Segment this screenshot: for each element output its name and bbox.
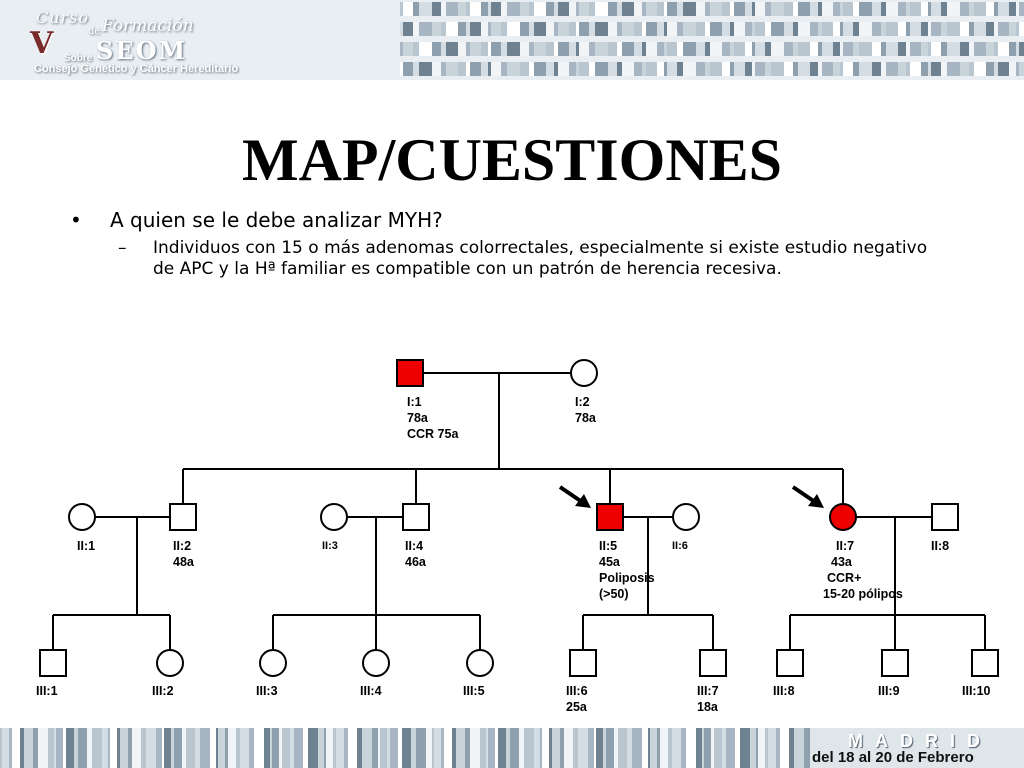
bullet-marker: • xyxy=(70,208,82,232)
pedigree-ii-1-female-symbol xyxy=(68,503,96,531)
pedigree-iii-6-label-line-1: III:6 xyxy=(566,684,588,698)
pedigree-ii-8-male-symbol xyxy=(931,503,959,531)
pedigree-ii-2-male-symbol xyxy=(169,503,197,531)
banner-stripes-decoration xyxy=(400,2,1024,76)
pedigree-i-2-female-symbol xyxy=(570,359,598,387)
pedigree-ii-5-proband-arrow xyxy=(558,485,591,508)
pedigree-iii-9-label-line-1: III:9 xyxy=(878,684,900,698)
pedigree-ii-1-label-line-1: II:1 xyxy=(77,539,95,553)
footer-stripes-decoration xyxy=(0,728,810,768)
pedigree-iii-7-label-line-1: III:7 xyxy=(697,684,719,698)
pedigree-ii-7-female-symbol xyxy=(829,503,857,531)
pedigree-iii-7-label-line-2: 18a xyxy=(697,700,719,714)
pedigree-i-1-label-line-1: I:1 xyxy=(407,395,422,409)
pedigree-iii-10-label-line-1: III:10 xyxy=(962,684,991,698)
pedigree-ii-7-proband-arrow xyxy=(791,485,824,508)
pedigree-ii-8-label-line-1: II:8 xyxy=(931,539,949,553)
pedigree-iii-1-label-line-1: III:1 xyxy=(36,684,58,698)
pedigree-ii-4-male-symbol xyxy=(402,503,430,531)
pedigree-ii-7-label-line-4: 15-20 pólipos xyxy=(823,587,903,601)
pedigree-iii-5-female-symbol xyxy=(466,649,494,677)
header-banner: V Curso de Formación SEOM Sobre Consejo … xyxy=(0,0,1024,80)
pedigree-i-1-label-line-2: 78a xyxy=(407,411,429,425)
pedigree-iii-6-male-symbol xyxy=(569,649,597,677)
footer-dates: del 18 al 20 de Febrero xyxy=(812,749,974,766)
logo-curso: Curso xyxy=(36,8,90,27)
pedigree-ii-7-label-line-1: II:7 xyxy=(836,539,854,553)
pedigree-ii-5-male-symbol xyxy=(596,503,624,531)
course-logo: V Curso de Formación SEOM Sobre Consejo … xyxy=(0,0,290,80)
bullet-question: A quien se le debe analizar MYH? xyxy=(110,208,443,232)
pedigree-iii-2-label-line-1: III:2 xyxy=(152,684,174,698)
logo-subtitle: Consejo Genético y Cáncer Hereditario xyxy=(34,63,239,75)
pedigree-ii-7-label-line-3: CCR+ xyxy=(827,571,861,585)
pedigree-i-1-male-symbol xyxy=(396,359,424,387)
pedigree-iii-4-female-symbol xyxy=(362,649,390,677)
pedigree-lines xyxy=(52,372,986,650)
sub-bullet-answer: Individuos con 15 o más adenomas colorre… xyxy=(153,238,928,279)
pedigree-i-2-label-line-1: I:2 xyxy=(575,395,590,409)
pedigree-iii-2-female-symbol xyxy=(156,649,184,677)
pedigree-ii-4-label-line-1: II:4 xyxy=(405,539,423,553)
pedigree-iii-7-male-symbol xyxy=(699,649,727,677)
pedigree-i-1-label-line-3: CCR 75a xyxy=(407,427,459,441)
pedigree-ii-2-label-line-1: II:2 xyxy=(173,539,191,553)
pedigree-ii-6-label-line-1: II:6 xyxy=(672,540,688,552)
pedigree-iii-8-label-line-1: III:8 xyxy=(773,684,795,698)
logo-seom: SEOM xyxy=(96,36,188,65)
footer-city: MADRID xyxy=(848,731,992,751)
pedigree-ii-5-label-line-4: (>50) xyxy=(599,587,629,601)
pedigree-iii-4-label-line-1: III:4 xyxy=(360,684,382,698)
pedigree-iii-1-male-symbol xyxy=(39,649,67,677)
pedigree-iii-10-male-symbol xyxy=(971,649,999,677)
pedigree-iii-3-label-line-1: III:3 xyxy=(256,684,278,698)
slide-title: MAP/CUESTIONES xyxy=(241,127,783,193)
logo-v-emblem: V xyxy=(30,26,54,61)
pedigree-ii-3-label-line-1: II:3 xyxy=(322,540,338,552)
pedigree-ii-6-female-symbol xyxy=(672,503,700,531)
pedigree-iii-5-label-line-1: III:5 xyxy=(463,684,485,698)
logo-formacion: Formación xyxy=(102,16,194,36)
pedigree-iii-6-label-line-2: 25a xyxy=(566,700,588,714)
pedigree-ii-3-female-symbol xyxy=(320,503,348,531)
pedigree-iii-8-male-symbol xyxy=(776,649,804,677)
pedigree-iii-9-male-symbol xyxy=(881,649,909,677)
footer-banner xyxy=(0,728,1024,768)
pedigree-ii-7-label-line-2: 43a xyxy=(831,555,853,569)
pedigree-ii-5-label-line-2: 45a xyxy=(599,555,621,569)
pedigree-ii-5-label-line-3: Poliposis xyxy=(599,571,655,585)
sub-bullet-marker: – xyxy=(118,238,127,258)
pedigree-ii-2-label-line-2: 48a xyxy=(173,555,195,569)
logo-de: de xyxy=(88,26,101,37)
logo-sobre: Sobre xyxy=(64,53,93,64)
pedigree-ii-4-label-line-2: 46a xyxy=(405,555,427,569)
pedigree-i-2-label-line-2: 78a xyxy=(575,411,597,425)
pedigree-iii-3-female-symbol xyxy=(259,649,287,677)
pedigree-ii-5-label-line-1: II:5 xyxy=(599,539,617,553)
